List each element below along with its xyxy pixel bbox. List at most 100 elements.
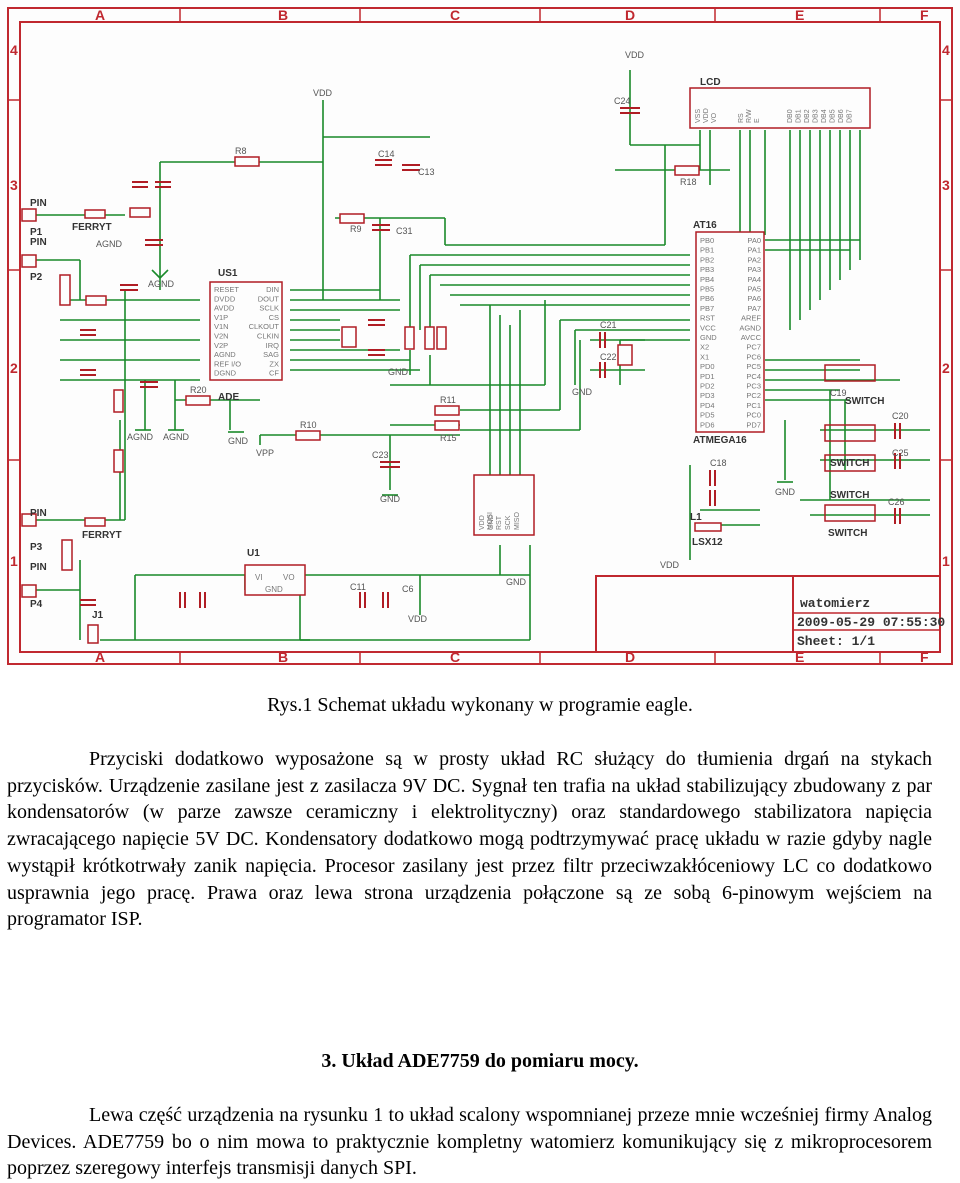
mcu-pin-right-1: PA1 <box>747 246 761 255</box>
label-at16: AT16 <box>693 220 717 231</box>
label-c11: C11 <box>350 582 366 592</box>
row-label-3-left: 3 <box>10 177 18 193</box>
col-label-b-bottom: B <box>278 649 288 665</box>
resistor-r1 <box>129 207 151 218</box>
ade-pin-left-1: DVDD <box>214 294 236 303</box>
lcd-pin-c-2: DB2 <box>804 109 811 123</box>
mcu-pin-right-19: PD7 <box>746 420 761 429</box>
mcu-pin-left-11: X2 <box>700 343 709 352</box>
ade-pin-left-3: V1P <box>214 313 228 322</box>
paragraph-ade7759: Lewa część urządzenia na rysunku 1 to uk… <box>7 1104 932 1180</box>
mcu-pin-labels-right: PA0PA1PA2PA3PA4PA5PA6PA7AREFAGNDAVCCPC7P… <box>739 236 761 429</box>
mcu-pin-left-19: PD6 <box>700 420 715 429</box>
label-vdd-4: VDD <box>660 560 680 570</box>
voltage-regulator <box>244 564 306 596</box>
title-block-name: watomierz <box>800 596 870 611</box>
mcu-pin-right-13: PC5 <box>746 362 761 371</box>
lcd-pin-c-4: DB4 <box>821 109 828 123</box>
label-c6: C6 <box>402 584 414 594</box>
row-label-2-left: 2 <box>10 360 18 376</box>
resistor-r3 <box>85 295 107 306</box>
isp-pin-a-3: MISO <box>514 512 521 530</box>
mcu-pin-right-0: PA0 <box>747 236 761 245</box>
figure-caption: Rys.1 Schemat układu wykonany w programi… <box>267 694 693 716</box>
mcu-pin-right-18: PC0 <box>746 411 761 420</box>
mcu-pin-right-11: PC7 <box>746 343 761 352</box>
ade-pin-left-8: REF I/O <box>214 359 241 368</box>
label-switch-1: SWITCH <box>845 396 884 407</box>
mcu-pin-left-14: PD1 <box>700 372 715 381</box>
label-vdd-2: VDD <box>625 50 645 60</box>
drawing-frame <box>7 7 953 665</box>
paragraph-power-supply: Przyciski dodatkowo wyposażone są w pros… <box>7 748 932 931</box>
col-label-c-top: C <box>450 7 460 23</box>
label-c24: C24 <box>614 96 631 106</box>
mcu-pin-left-9: VCC <box>700 323 716 332</box>
switch-4 <box>824 504 876 522</box>
lcd-pin-b-1: R/W <box>746 109 753 123</box>
ferrite-bottom <box>84 517 106 527</box>
ade-pin-right-9: CF <box>269 369 279 378</box>
mcu-pin-left-17: PD4 <box>700 401 715 410</box>
label-lsx12: LSX12 <box>692 537 723 548</box>
col-label-f-bottom: F <box>920 649 929 665</box>
col-label-e-top: E <box>795 7 804 23</box>
lcd-pin-b-2: E <box>754 118 761 123</box>
resistor-r20 <box>185 395 211 406</box>
title-block-date: 2009-05-29 07:55:30 <box>797 615 945 630</box>
inductor-l1 <box>694 522 722 532</box>
label-r9: R9 <box>350 224 362 234</box>
label-vpp: VPP <box>256 448 274 458</box>
col-label-e-bottom: E <box>795 649 804 665</box>
ade-pin-left-5: V2N <box>214 332 229 341</box>
atmega16-chip <box>695 231 765 433</box>
col-label-c-bottom: C <box>450 649 460 665</box>
components <box>21 87 901 644</box>
u1-pin-gnd: GND <box>265 585 283 594</box>
label-switch-4: SWITCH <box>828 528 867 539</box>
circuit-schematic: A B C D E F A B C D E F 4 3 2 1 4 3 2 1 … <box>7 7 953 665</box>
mcu-pin-left-13: PD0 <box>700 362 715 371</box>
label-vdd-1: VDD <box>313 88 333 98</box>
ferrite-top <box>84 209 106 219</box>
resistor-r8 <box>234 156 260 167</box>
mcu-pin-right-8: AREF <box>741 314 761 323</box>
mcu-pin-right-16: PC2 <box>746 391 761 400</box>
mcu-pin-right-7: PA7 <box>747 304 761 313</box>
lcd-pin-c-6: DB6 <box>838 109 845 123</box>
resistor-r10 <box>295 430 321 441</box>
resistor-r15 <box>434 420 460 431</box>
resistor-r18 <box>674 165 700 176</box>
mcu-pin-left-15: PD2 <box>700 382 715 391</box>
mcu-pin-left-4: PB4 <box>700 275 714 284</box>
mcu-pin-left-0: PB0 <box>700 236 714 245</box>
mcu-pin-left-18: PD5 <box>700 411 715 420</box>
label-switch-2: SWITCH <box>830 458 869 469</box>
mcu-pin-left-16: PD3 <box>700 391 715 400</box>
lcd-pin-c-3: DB3 <box>813 109 820 123</box>
label-agnd-1: AGND <box>127 432 154 442</box>
label-u1: U1 <box>247 548 260 559</box>
label-atmega16: ATMEGA16 <box>693 435 747 446</box>
resistor-r17c <box>436 326 447 350</box>
mcu-pin-right-6: PA6 <box>747 294 761 303</box>
col-label-a-bottom: A <box>95 649 105 665</box>
label-gnd-6: GND <box>388 367 409 377</box>
resistor-r5 <box>113 389 124 413</box>
varistor-bottom <box>61 539 73 571</box>
label-gnd-2: GND <box>380 494 401 504</box>
mcu-pin-right-3: PA3 <box>747 265 761 274</box>
mcu-pin-left-5: PB5 <box>700 285 714 294</box>
label-ade: ADE <box>218 392 239 403</box>
u1-pin-vi: VI <box>255 573 263 582</box>
row-label-1-left: 1 <box>10 553 18 569</box>
mcu-pin-right-2: PA2 <box>747 255 761 264</box>
ade-pin-left-0: RESET <box>214 285 239 294</box>
lcd-pin-c-0: DB0 <box>787 109 794 123</box>
label-r20: R20 <box>190 385 207 395</box>
label-c31: C31 <box>396 226 413 236</box>
col-label-d-bottom: D <box>625 649 635 665</box>
label-r10: R10 <box>300 420 317 430</box>
